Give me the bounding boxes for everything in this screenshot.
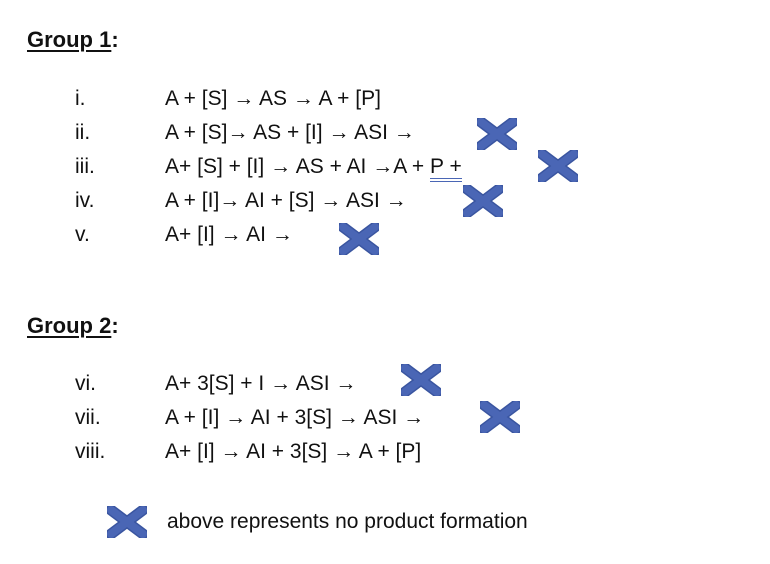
row-numeral: ii. <box>75 121 91 144</box>
reaction-equation: A + [S]→ AS + [I] → ASI → <box>165 118 415 148</box>
arrow-icon: → <box>333 440 355 463</box>
product-term: P + <box>429 155 462 182</box>
arrow-icon: → <box>403 406 425 429</box>
equation-term: A + [P] <box>354 440 422 463</box>
equation-term: ASI <box>341 189 386 212</box>
x-mark-icon <box>463 185 503 217</box>
arrow-icon: → <box>270 155 292 178</box>
equation-term: A + [P] <box>313 87 381 110</box>
equation-term: A+ [S] + [I] <box>165 155 271 178</box>
x-mark-icon <box>401 364 441 396</box>
row-numeral: vii. <box>75 406 101 429</box>
equation-term: A + <box>393 155 430 178</box>
group-1-colon: : <box>111 27 119 52</box>
reaction-equation: A+ [I] → AI → <box>165 220 293 250</box>
equation-term: A+ [I] <box>165 440 221 463</box>
arrow-icon: → <box>220 223 242 246</box>
x-mark-icon <box>339 223 379 255</box>
row-numeral: i. <box>75 87 86 110</box>
arrow-icon: → <box>220 440 242 463</box>
arrow-icon: → <box>233 87 255 110</box>
legend-text: above represents no product formation <box>167 510 528 533</box>
group-2-label: Group 2 <box>27 313 112 338</box>
group-1-heading: Group 1: <box>27 27 119 53</box>
arrow-icon: → <box>227 121 249 144</box>
equation-term: A + [S] <box>165 87 234 110</box>
row-numeral: vi. <box>75 372 96 395</box>
x-mark-icon <box>480 401 520 433</box>
equation-term: ASI <box>358 406 404 429</box>
reaction-equation: A+ [S] + [I] → AS + AI →A + P + <box>165 152 462 182</box>
arrow-icon: → <box>385 189 407 212</box>
equation-term: A + [I] <box>165 406 226 429</box>
reaction-equation: A + [I] → AI + 3[S] → ASI → <box>165 403 424 433</box>
arrow-icon: → <box>271 223 293 246</box>
arrow-icon: → <box>225 406 247 429</box>
equation-term: A + [I] <box>165 189 220 212</box>
equation-term: AS + AI <box>291 155 373 178</box>
reaction-equation: A+ 3[S] + I → ASI → <box>165 369 356 399</box>
equation-term: AI + 3[S] <box>241 440 334 463</box>
equation-term: AI + 3[S] <box>246 406 338 429</box>
equation-term: AS + [I] <box>248 121 329 144</box>
arrow-icon: → <box>372 155 394 178</box>
arrow-icon: → <box>270 372 292 395</box>
row-numeral: iii. <box>75 155 95 178</box>
row-numeral: iv. <box>75 189 95 212</box>
equation-term: ASI <box>349 121 394 144</box>
equation-term: ASI <box>291 372 336 395</box>
group-2-heading: Group 2: <box>27 313 119 339</box>
arrow-icon: → <box>335 372 357 395</box>
arrow-icon: → <box>292 87 314 110</box>
equation-term: A + [S] <box>165 121 228 144</box>
group-2-colon: : <box>111 313 119 338</box>
equation-term: AI <box>241 223 272 246</box>
arrow-icon: → <box>328 121 350 144</box>
legend-x-mark-icon <box>107 506 147 538</box>
row-numeral: viii. <box>75 440 106 463</box>
equation-term: A+ 3[S] + I <box>165 372 271 395</box>
group-1-label: Group 1 <box>27 27 112 52</box>
row-numeral: v. <box>75 223 90 246</box>
x-mark-icon <box>477 118 517 150</box>
reaction-equation: A+ [I] → AI + 3[S] → A + [P] <box>165 437 421 467</box>
arrow-icon: → <box>219 189 241 212</box>
arrow-icon: → <box>393 121 415 144</box>
equation-term: AI + [S] <box>240 189 321 212</box>
x-mark-icon <box>538 150 578 182</box>
equation-term: AS <box>254 87 293 110</box>
equation-term: A+ [I] <box>165 223 221 246</box>
reaction-equation: A + [S] → AS → A + [P] <box>165 84 381 114</box>
arrow-icon: → <box>337 406 359 429</box>
reaction-equation: A + [I]→ AI + [S] → ASI → <box>165 186 407 216</box>
arrow-icon: → <box>320 189 342 212</box>
